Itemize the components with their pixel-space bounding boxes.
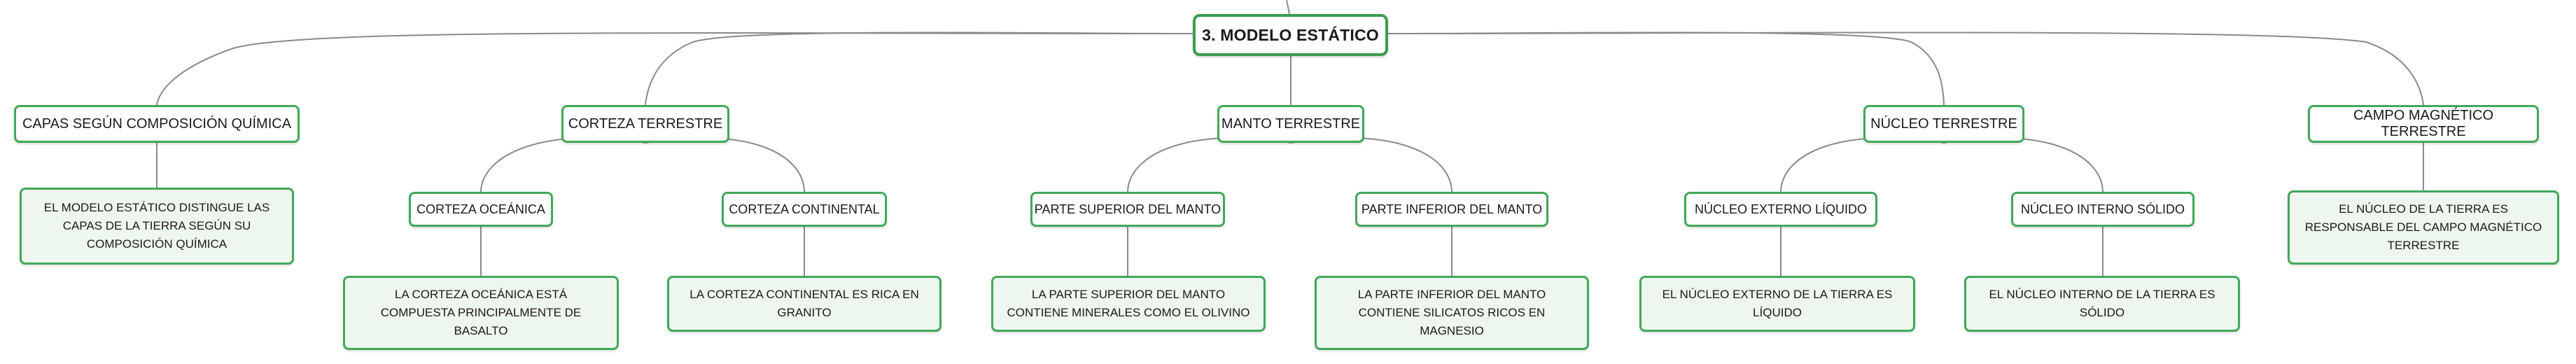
root-topic[interactable]: 3. MODELO ESTÁTICO xyxy=(1193,14,1388,56)
topic-manto-terrestre[interactable]: MANTO TERRESTRE xyxy=(1217,105,1364,143)
topic-campo-magnetico[interactable]: CAMPO MAGNÉTICO TERRESTRE xyxy=(2308,105,2539,143)
topic-nucleo-externo[interactable]: NÚCLEO EXTERNO LÍQUIDO xyxy=(1684,192,1877,227)
connector-manto-superior xyxy=(1127,136,1292,192)
topic-capas-composicion[interactable]: CAPAS SEGÚN COMPOSICIÓN QUÍMICA xyxy=(14,105,300,143)
note-nucleo-externo[interactable]: EL NÚCLEO EXTERNO DE LA TIERRA ES LÍQUID… xyxy=(1639,276,1915,332)
topic-corteza-continental[interactable]: CORTEZA CONTINENTAL xyxy=(722,192,887,227)
note-campo-magnetico[interactable]: EL NÚCLEO DE LA TIERRA ES RESPONSABLE DE… xyxy=(2288,190,2559,265)
connector-root-capas xyxy=(156,32,1194,106)
connector-parent xyxy=(1286,0,1290,15)
connector-corteza-continental xyxy=(645,136,805,192)
topic-parte-inferior-manto[interactable]: PARTE INFERIOR DEL MANTO xyxy=(1355,192,1548,227)
connector-root-nucleo xyxy=(1387,31,1945,106)
connector-manto-inferior xyxy=(1290,136,1452,192)
note-corteza-continental[interactable]: LA CORTEZA CONTINENTAL ES RICA EN GRANIT… xyxy=(667,276,941,332)
topic-nucleo-interno[interactable]: NÚCLEO INTERNO SÓLIDO xyxy=(2011,192,2194,227)
topic-nucleo-terrestre[interactable]: NÚCLEO TERRESTRE xyxy=(1863,105,2024,143)
connector-root-corteza xyxy=(645,31,1194,106)
connector-root-campo xyxy=(1387,31,2424,106)
note-parte-inferior-manto[interactable]: LA PARTE INFERIOR DEL MANTO CONTIENE SIL… xyxy=(1315,276,1589,350)
topic-corteza-oceanica[interactable]: CORTEZA OCEÁNICA xyxy=(409,192,553,227)
connector-corteza-oceanica xyxy=(480,136,646,192)
topic-corteza-terrestre[interactable]: CORTEZA TERRESTRE xyxy=(561,105,729,143)
note-corteza-oceanica[interactable]: LA CORTEZA OCEÁNICA ESTÁ COMPUESTA PRINC… xyxy=(343,276,619,350)
topic-parte-superior-manto[interactable]: PARTE SUPERIOR DEL MANTO xyxy=(1030,192,1225,227)
connector-nucleo-externo xyxy=(1780,136,1945,192)
note-nucleo-interno[interactable]: EL NÚCLEO INTERNO DE LA TIERRA ES SÓLIDO xyxy=(1964,276,2240,332)
note-capas-composicion[interactable]: EL MODELO ESTÁTICO DISTINGUE LAS CAPAS D… xyxy=(20,188,294,265)
note-parte-superior-manto[interactable]: LA PARTE SUPERIOR DEL MANTO CONTIENE MIN… xyxy=(991,276,1266,332)
connector-nucleo-interno xyxy=(1943,136,2104,192)
